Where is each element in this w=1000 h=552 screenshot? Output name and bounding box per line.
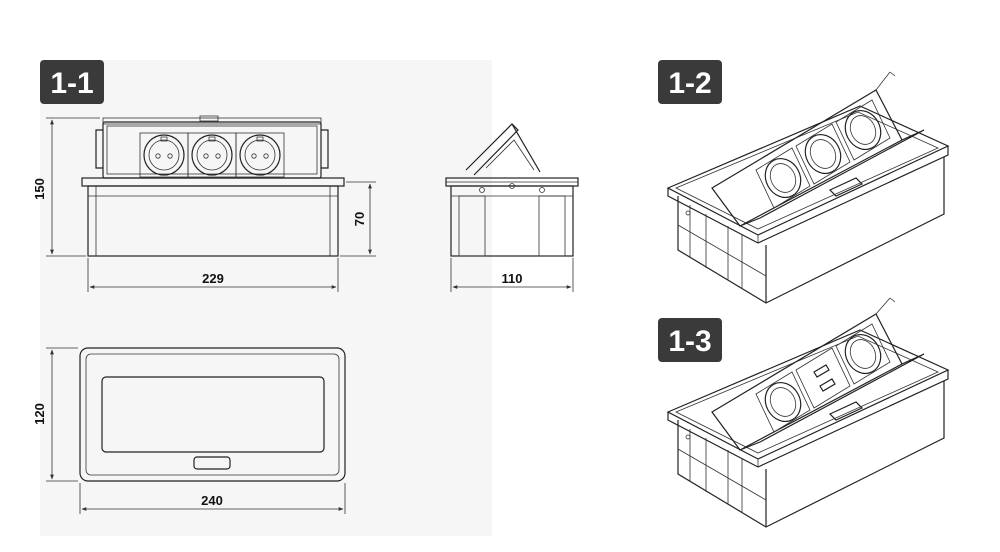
usb-port-1 bbox=[813, 364, 830, 378]
view-label-1-1: 1-1 bbox=[50, 67, 93, 100]
dim-height-total: 150 bbox=[32, 178, 47, 200]
housing-body bbox=[87, 185, 339, 257]
socket-1 bbox=[143, 134, 185, 176]
iso-socket-3 bbox=[844, 110, 882, 150]
isometric-view-three-sockets: 1-2 bbox=[658, 60, 950, 304]
view-badge-1-3 bbox=[658, 318, 722, 362]
side-view: 110 bbox=[445, 123, 579, 292]
socket-3 bbox=[239, 134, 281, 176]
top-view: 120 240 bbox=[32, 347, 346, 514]
dim-depth-side: 110 bbox=[502, 271, 523, 286]
iso-usb-socket-1 bbox=[764, 382, 802, 422]
usb-port-2 bbox=[819, 378, 836, 392]
view-badge-1-1 bbox=[40, 60, 104, 104]
dim-depth-top: 120 bbox=[32, 403, 47, 425]
iso-socket-1 bbox=[764, 158, 802, 198]
release-button bbox=[193, 456, 231, 470]
lid-panel bbox=[101, 376, 325, 453]
view-label-1-3: 1-3 bbox=[668, 325, 711, 358]
iso-usb-socket-2 bbox=[844, 334, 882, 374]
drawing-panel bbox=[40, 60, 492, 536]
dim-width-top: 240 bbox=[201, 493, 223, 508]
front-view: 1-1 150 bbox=[32, 60, 376, 292]
socket-2 bbox=[191, 134, 233, 176]
side-body bbox=[450, 185, 574, 257]
top-outer-frame bbox=[79, 347, 346, 482]
dim-height-body: 70 bbox=[352, 212, 367, 226]
isometric-view-usb: 1-3 bbox=[658, 297, 950, 528]
dim-width-body: 229 bbox=[202, 271, 224, 286]
iso-socket-2 bbox=[804, 134, 842, 174]
view-badge-1-2 bbox=[658, 60, 722, 104]
view-label-1-2: 1-2 bbox=[668, 67, 711, 100]
